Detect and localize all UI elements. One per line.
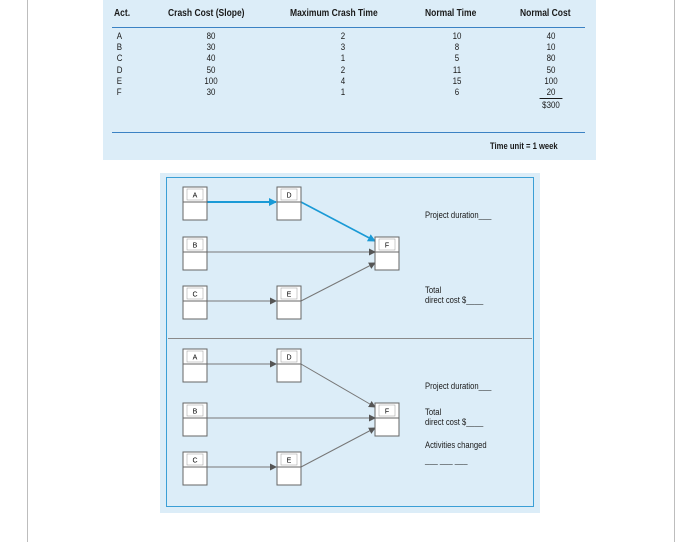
bottom-activities-changed: Activities changed xyxy=(425,440,487,450)
node-e-bottom-label: E xyxy=(287,458,292,465)
cell-crash-b: 30 xyxy=(206,42,216,53)
header-normal-cost: Normal Cost xyxy=(520,8,571,19)
node-d-bottom: D xyxy=(276,348,302,383)
cell-act-a: A xyxy=(116,31,123,41)
node-e-bottom: E xyxy=(276,451,302,486)
time-unit-note: Time unit = 1 week xyxy=(490,141,558,151)
cell-ncost-d: 50 xyxy=(546,64,556,75)
cell-act-f: F xyxy=(116,87,122,98)
node-a-top-label: A xyxy=(193,193,198,200)
node-e-top: E xyxy=(276,285,302,320)
cell-ncost-b: 10 xyxy=(546,42,556,53)
node-f-top-label: F xyxy=(385,243,389,250)
arrow-e-f-bottom xyxy=(300,427,376,468)
table-bottom-rule xyxy=(112,132,585,133)
bottom-project-duration: Project duration___ xyxy=(425,381,492,391)
node-e-top-label: E xyxy=(287,292,292,299)
cell-maxcrash-f: 1 xyxy=(340,87,346,98)
node-c-bottom: C xyxy=(182,451,208,486)
cell-crash-f: 30 xyxy=(206,87,216,98)
cell-act-e: E xyxy=(116,75,123,86)
page-left-border xyxy=(27,0,28,542)
cell-maxcrash-c: 1 xyxy=(340,53,346,64)
node-b-bottom-label: B xyxy=(193,409,198,416)
node-b-bottom: B xyxy=(182,402,208,437)
node-d-top-label: D xyxy=(286,193,291,200)
cell-act-b: B xyxy=(116,42,123,53)
node-c-top: C xyxy=(182,285,208,320)
cell-act-c: C xyxy=(116,53,123,64)
cell-ncost-c: 80 xyxy=(546,53,556,64)
network-separator xyxy=(168,338,532,339)
cell-maxcrash-a: 2 xyxy=(340,31,346,41)
cell-crash-d: 50 xyxy=(206,64,216,75)
network-panel xyxy=(160,173,540,513)
cell-ntime-c: 5 xyxy=(454,53,460,64)
column-act: A B C D E F xyxy=(117,31,128,98)
node-a-bottom-label: A xyxy=(193,355,198,362)
cell-ntime-a: 10 xyxy=(452,31,462,41)
node-b-top-label: B xyxy=(193,243,198,250)
node-f-bottom: F xyxy=(374,402,400,437)
node-c-bottom-label: C xyxy=(192,458,197,465)
header-normal-time: Normal Time xyxy=(425,8,477,19)
cell-crash-a: 80 xyxy=(206,31,216,41)
bottom-direct-cost: direct cost $____ xyxy=(425,417,484,427)
header-max-crash-time: Maximum Crash Time xyxy=(290,8,378,19)
node-b-top: B xyxy=(182,236,208,271)
cell-ntime-f: 6 xyxy=(454,87,460,98)
cell-ntime-e: 15 xyxy=(452,75,462,86)
cell-act-d: D xyxy=(116,64,123,75)
cell-ntime-d: 11 xyxy=(452,64,462,75)
cell-ncost-a: 40 xyxy=(546,31,556,41)
header-crash-cost: Crash Cost (Slope) xyxy=(168,8,245,19)
header-act: Act. xyxy=(114,8,131,19)
node-d-bottom-label: D xyxy=(286,355,291,362)
column-normal-time: 10 8 5 11 15 6 xyxy=(448,31,466,98)
node-a-top: A xyxy=(182,186,208,221)
node-f-top: F xyxy=(374,236,400,271)
node-d-top: D xyxy=(276,186,302,221)
node-f-bottom-label: F xyxy=(385,409,389,416)
top-project-duration: Project duration___ xyxy=(425,210,492,220)
cell-ncost-f: 20 xyxy=(539,87,563,100)
arrow-d-f-top xyxy=(300,201,376,242)
arrow-d-f-bottom xyxy=(300,363,376,408)
bottom-total-label: Total xyxy=(425,407,442,417)
cell-ncost-e: 100 xyxy=(544,75,558,86)
column-max-crash: 2 3 1 2 4 1 xyxy=(334,31,352,98)
top-total-label: Total xyxy=(425,285,442,295)
arrow-e-f-top xyxy=(300,262,376,302)
column-normal-cost: 40 10 80 50 100 20 xyxy=(539,31,563,100)
page-right-border xyxy=(674,0,675,542)
cell-crash-e: 100 xyxy=(204,75,218,86)
column-crash-cost: 80 30 40 50 100 30 xyxy=(200,31,223,98)
cell-maxcrash-b: 3 xyxy=(340,42,346,53)
cell-maxcrash-e: 4 xyxy=(340,75,346,86)
network-panel-border xyxy=(166,177,534,507)
cell-ntime-b: 8 xyxy=(454,42,460,53)
cell-maxcrash-d: 2 xyxy=(340,64,346,75)
node-a-bottom: A xyxy=(182,348,208,383)
bottom-activities-blanks: ___ ___ ___ xyxy=(425,455,468,465)
activity-table-panel xyxy=(103,0,596,160)
table-header-rule xyxy=(112,27,585,28)
top-direct-cost: direct cost $____ xyxy=(425,295,484,305)
cell-crash-c: 40 xyxy=(206,53,216,64)
node-c-top-label: C xyxy=(192,292,197,299)
total-cost: $300 xyxy=(542,100,560,110)
